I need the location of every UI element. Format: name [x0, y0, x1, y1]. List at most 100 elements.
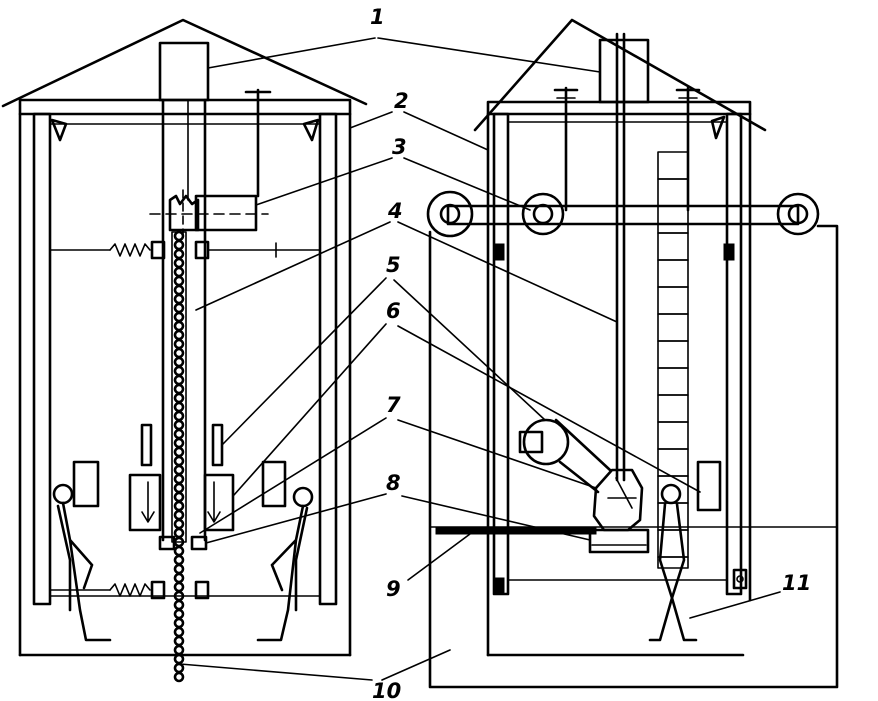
left-frame-post-right	[318, 112, 338, 606]
brick	[657, 205, 689, 234]
left-pulley-head	[168, 194, 200, 232]
label-5: 5	[386, 253, 401, 277]
chain-link	[173, 437, 185, 449]
left-brake-left	[158, 535, 176, 551]
left-lamp-left	[50, 118, 68, 142]
label-2: 2	[394, 89, 409, 113]
chain-link	[173, 320, 185, 332]
brick	[657, 421, 689, 450]
chain-link	[173, 599, 185, 611]
chain-link	[173, 500, 185, 512]
left-cabin	[1, 18, 368, 683]
label-6: 6	[386, 299, 401, 323]
chain-link	[173, 383, 185, 395]
label-4: 4	[387, 199, 403, 223]
chain-link	[173, 563, 185, 575]
right-pulley-mid-hub	[532, 203, 554, 225]
chain-link	[173, 428, 185, 440]
brick	[657, 259, 689, 288]
chain-link	[173, 527, 185, 539]
right-pulley-mid	[521, 192, 565, 236]
brick	[657, 394, 689, 423]
brick	[657, 286, 689, 315]
right-corner-box	[732, 568, 748, 590]
right-drum-belt-top	[554, 418, 612, 472]
right-pulley-beam	[446, 204, 800, 226]
part-labels: 1 2 3 4 5 6 7 8 9 10 11	[370, 5, 811, 701]
left-lower-clamp-l	[150, 580, 166, 600]
right-block-1	[493, 243, 505, 261]
chain-link	[173, 482, 185, 494]
right-eave-beam	[486, 100, 752, 116]
chain-link	[173, 644, 185, 656]
label-1: 1	[370, 5, 385, 29]
right-frame-post-right	[725, 112, 743, 596]
chain-link	[173, 473, 185, 485]
chain-link	[173, 356, 185, 368]
brick	[657, 178, 689, 207]
chain-link	[173, 554, 185, 566]
left-panel-right	[261, 460, 287, 508]
left-bag-right	[203, 473, 235, 532]
chain-link	[173, 572, 185, 584]
brick	[657, 367, 689, 396]
right-brick-column	[657, 151, 689, 569]
left-plunger-right	[211, 423, 224, 467]
chain-link	[173, 617, 185, 629]
left-frame-post-left	[32, 112, 52, 606]
left-shaft-top	[158, 41, 210, 102]
left-person-right	[256, 486, 314, 642]
label-11: 11	[782, 571, 811, 595]
right-cabin	[426, 18, 839, 689]
right-panel	[696, 460, 722, 512]
left-bag-left	[128, 473, 162, 532]
left-lower-clamp-r	[194, 580, 210, 600]
chain-link	[173, 446, 185, 458]
chain-link	[173, 653, 185, 665]
left-upper-clamp-l	[150, 240, 166, 260]
chain-link	[173, 266, 185, 278]
chain-link	[173, 581, 185, 593]
chain-link	[173, 329, 185, 341]
chain-link	[173, 509, 185, 521]
left-upper-spring	[109, 243, 151, 257]
right-brake-base	[588, 528, 650, 554]
left-lamp-right	[302, 118, 320, 142]
right-block-3	[493, 577, 505, 595]
right-lamp	[710, 115, 726, 140]
left-lower-spring	[109, 583, 151, 597]
chain-link	[173, 518, 185, 530]
brick	[657, 313, 689, 342]
chain-link	[173, 626, 185, 638]
chain-link	[173, 293, 185, 305]
left-pulley-block	[194, 194, 258, 232]
chain-link	[173, 248, 185, 260]
label-10: 10	[372, 679, 401, 701]
right-lever-bar	[435, 527, 597, 535]
chain-link	[173, 275, 185, 287]
right-block-2	[723, 243, 735, 261]
chain-link	[173, 419, 185, 431]
right-pulley-left	[426, 190, 474, 238]
chain-link	[173, 401, 185, 413]
label-7: 7	[386, 393, 401, 417]
left-person-left	[52, 483, 112, 642]
right-pulley-right	[776, 192, 820, 236]
chain-link	[173, 392, 185, 404]
right-ground-block	[428, 224, 839, 689]
chain-link	[173, 374, 185, 386]
right-brake-mechanism	[592, 468, 644, 532]
chain-link	[173, 257, 185, 269]
right-brake-inner	[607, 477, 637, 509]
leader-lines	[179, 37, 781, 681]
chain-link	[173, 671, 185, 683]
label-9: 9	[386, 577, 401, 601]
label-3: 3	[392, 135, 407, 159]
chain-link	[173, 347, 185, 359]
chain-link	[173, 635, 185, 647]
chain-link	[173, 608, 185, 620]
right-person	[648, 483, 698, 642]
chain-link	[173, 455, 185, 467]
left-panel-left	[72, 460, 100, 508]
right-pulley-left-hub	[439, 203, 461, 225]
